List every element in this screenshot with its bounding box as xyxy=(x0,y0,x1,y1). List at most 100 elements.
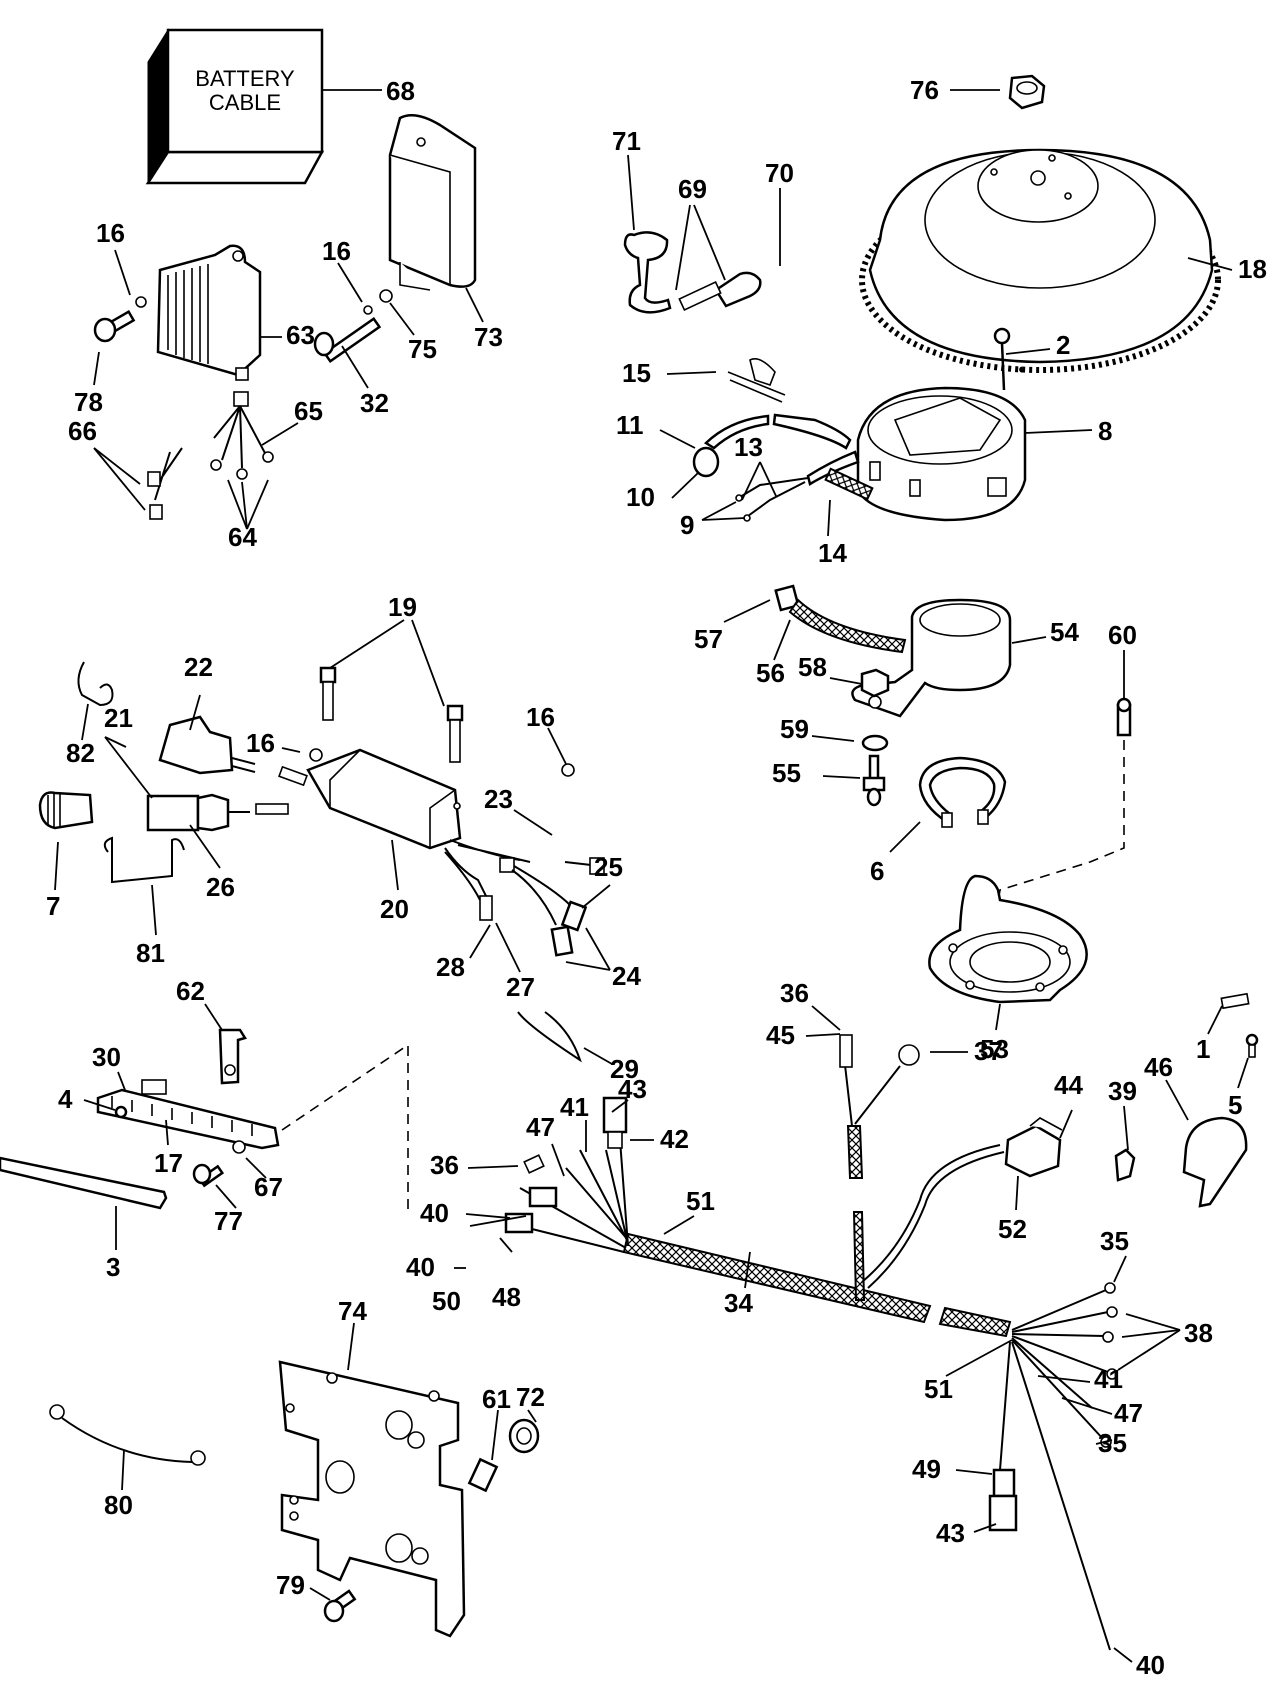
callout-6: 6 xyxy=(870,856,884,886)
nut-58 xyxy=(860,668,890,698)
callout-15: 15 xyxy=(622,358,651,388)
power-pack-leads xyxy=(444,839,605,957)
callout-56: 56 xyxy=(756,658,785,688)
callout-69: 69 xyxy=(678,174,707,204)
rectifier-leads xyxy=(147,391,274,520)
callout-30: 30 xyxy=(92,1042,121,1072)
callout-24: 24 xyxy=(612,961,641,991)
callout-66: 66 xyxy=(68,416,97,446)
callout-42: 42 xyxy=(660,1124,689,1154)
callout-64: 64 xyxy=(228,522,257,552)
callout-75: 75 xyxy=(408,334,437,364)
callout-9: 9 xyxy=(680,510,694,540)
power-pack xyxy=(306,748,462,850)
callout-48: 48 xyxy=(492,1282,521,1312)
callout-51-left: 51 xyxy=(686,1186,715,1216)
callout-53: 53 xyxy=(980,1034,1009,1064)
callout-41-bottom: 41 xyxy=(1094,1364,1123,1394)
screw-60 xyxy=(1116,697,1132,737)
flywheel-nut xyxy=(1008,74,1046,110)
retaining-ring-6 xyxy=(918,756,1007,828)
screw-77 xyxy=(192,1163,225,1188)
bolt-32 xyxy=(313,316,382,364)
callout-77: 77 xyxy=(214,1206,243,1236)
callout-19: 19 xyxy=(388,592,417,622)
sensor-lead xyxy=(774,584,907,654)
callout-73: 73 xyxy=(474,322,503,352)
bolt-19a xyxy=(319,666,337,721)
stator xyxy=(856,386,1027,522)
spring-14 xyxy=(824,467,874,501)
callout-58: 58 xyxy=(798,652,827,682)
screw-4 xyxy=(114,1105,128,1119)
callout-5: 5 xyxy=(1228,1090,1242,1120)
callout-57: 57 xyxy=(694,624,723,654)
nut-67 xyxy=(232,1140,246,1154)
harness-left-breakout xyxy=(504,1096,629,1253)
grommet-7 xyxy=(38,791,94,830)
callout-62: 62 xyxy=(176,976,205,1006)
rectifier xyxy=(156,244,262,381)
callout-29: 29 xyxy=(610,1054,639,1084)
callout-68: 68 xyxy=(386,76,415,106)
callout-43-bottom: 43 xyxy=(936,1518,965,1548)
callout-13: 13 xyxy=(734,432,763,462)
washer-59 xyxy=(861,734,889,752)
battery-label-line2: CABLE xyxy=(209,90,281,115)
connector-22 xyxy=(158,715,308,787)
callout-35-top: 35 xyxy=(1100,1226,1129,1256)
callout-40-lower: 40 xyxy=(406,1252,435,1282)
callout-8: 8 xyxy=(1098,416,1112,446)
callout-23: 23 xyxy=(484,784,513,814)
spacer-61 xyxy=(467,1457,499,1493)
screw-2 xyxy=(993,327,1011,391)
callout-82: 82 xyxy=(66,738,95,768)
wire-clip-81 xyxy=(103,836,185,884)
callout-1: 1 xyxy=(1196,1034,1210,1064)
callout-4: 4 xyxy=(58,1084,73,1114)
callout-63: 63 xyxy=(286,320,315,350)
callout-20: 20 xyxy=(380,894,409,924)
callout-32: 32 xyxy=(360,388,389,418)
callout-16-rectifier: 16 xyxy=(96,218,125,248)
ignition-coil xyxy=(388,113,477,291)
callout-61: 61 xyxy=(482,1384,511,1414)
callout-54: 54 xyxy=(1050,617,1079,647)
callout-21: 21 xyxy=(104,703,133,733)
callout-7: 7 xyxy=(46,891,60,921)
callout-46: 46 xyxy=(1144,1052,1173,1082)
callout-16-powerpack: 16 xyxy=(246,728,275,758)
terminal-1 xyxy=(1220,992,1250,1010)
callout-74: 74 xyxy=(338,1296,367,1326)
cover-46 xyxy=(1182,1116,1248,1208)
callout-76: 76 xyxy=(910,75,939,105)
callout-60: 60 xyxy=(1108,620,1137,650)
cover-3 xyxy=(0,1156,168,1210)
connector-44 xyxy=(1004,1117,1063,1178)
callout-2: 2 xyxy=(1056,330,1070,360)
callout-14: 14 xyxy=(818,538,847,568)
callout-18: 18 xyxy=(1238,254,1267,284)
callout-22: 22 xyxy=(184,652,213,682)
callout-72: 72 xyxy=(516,1382,545,1412)
lockwasher-16 xyxy=(363,305,373,315)
battery-cable-box: BATTERY CABLE xyxy=(145,28,382,185)
callout-47-top: 47 xyxy=(526,1112,555,1142)
bolt-78 xyxy=(93,309,136,343)
clip-39 xyxy=(1114,1148,1136,1182)
timer-base-15 xyxy=(727,358,786,403)
terminal-block-30 xyxy=(96,1088,280,1150)
lockwasher-16 xyxy=(309,748,323,762)
callout-78: 78 xyxy=(74,387,103,417)
callout-41-top: 41 xyxy=(560,1092,589,1122)
flywheel xyxy=(859,148,1221,373)
mounting-plate-74 xyxy=(278,1360,466,1638)
sensor-coil-54 xyxy=(851,598,1012,718)
callout-28: 28 xyxy=(436,952,465,982)
battery-label-line1: BATTERY xyxy=(195,66,295,91)
callout-55: 55 xyxy=(772,758,801,788)
callout-49: 49 xyxy=(912,1454,941,1484)
callout-38: 38 xyxy=(1184,1318,1213,1348)
callout-11: 11 xyxy=(616,410,644,440)
armature-plate-53 xyxy=(928,874,1088,1004)
